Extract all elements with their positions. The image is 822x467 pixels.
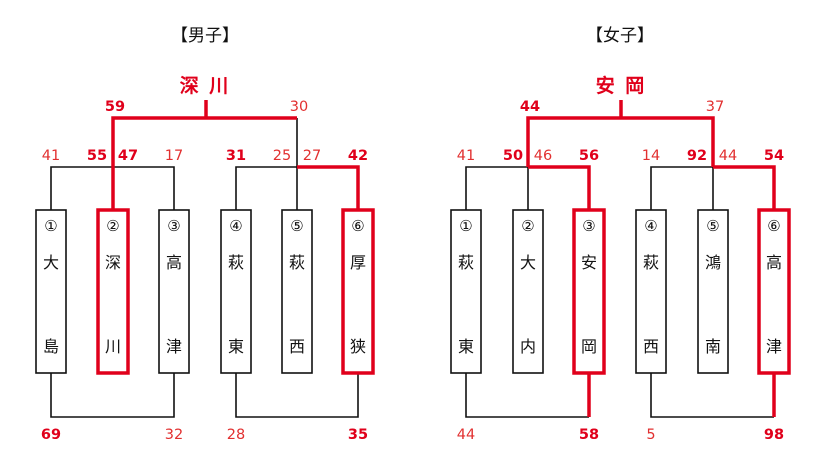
score-semi: 25	[273, 148, 291, 164]
team-seed: ⑤	[706, 217, 719, 235]
team-box	[635, 209, 667, 374]
score-semi: 46	[534, 148, 552, 164]
team-box-highlighted	[341, 208, 375, 375]
score-first-round: 58	[579, 427, 599, 443]
team-box	[281, 209, 313, 374]
team-seed: ④	[229, 217, 242, 235]
team-name-top: 萩	[458, 253, 474, 272]
team-name-top: 萩	[643, 253, 659, 272]
team-seed: ⑥	[351, 217, 364, 235]
score-semi: 44	[719, 148, 737, 164]
team-seed: ⑤	[290, 217, 303, 235]
score-first-round: 28	[227, 427, 245, 443]
team-name-bottom: 西	[643, 337, 659, 356]
team-name-bottom: 西	[289, 337, 305, 356]
girls-title: 【女子】	[586, 26, 654, 46]
team-name-top: 厚	[350, 253, 366, 272]
score-first-round: 69	[41, 427, 61, 443]
team-seed: ①	[44, 217, 57, 235]
score-semi: 42	[348, 148, 368, 164]
team-name-top: 大	[520, 253, 536, 272]
score-first-round: 98	[764, 427, 784, 443]
score-semi: 14	[642, 148, 660, 164]
score-first-round: 35	[348, 427, 368, 443]
girls-bracket: 【女子】 安 岡 ① 萩	[450, 26, 791, 443]
boys-winning-path	[111, 100, 360, 210]
score-semi: 92	[687, 148, 707, 164]
boys-teams: ① 大 島 ② 深 川 ③ 高 津 ④ 萩 東 ⑤ 萩 西 ⑥ 厚 狭	[35, 208, 375, 375]
score-semi: 55	[87, 148, 107, 164]
score-semi: 27	[303, 148, 321, 164]
boys-bracket: 【男子】 深 川 ① 大 島 ② 深	[35, 26, 375, 443]
boys-title: 【男子】	[171, 26, 239, 46]
team-name-top: 高	[766, 253, 782, 272]
team-name-top: 深	[105, 253, 121, 272]
score-final-left: 59	[105, 99, 125, 115]
team-name-bottom: 川	[105, 337, 121, 356]
team-name-bottom: 島	[43, 337, 59, 356]
team-box	[450, 209, 482, 374]
score-semi: 54	[764, 148, 784, 164]
team-name-top: 萩	[228, 253, 244, 272]
girls-champion: 安 岡	[596, 74, 647, 97]
score-final-right: 37	[706, 99, 724, 115]
girls-scores: 44 37 41 50 46 56 14 92 44 54 44 58 5 98	[457, 99, 784, 443]
team-name-bottom: 津	[766, 337, 782, 356]
team-name-bottom: 内	[520, 337, 536, 356]
team-box-highlighted	[572, 208, 606, 375]
score-semi: 47	[118, 148, 138, 164]
girls-teams: ① 萩 東 ② 大 内 ③ 安 岡 ④ 萩 西 ⑤ 鴻 南 ⑥ 高 津	[450, 208, 791, 375]
team-seed: ①	[459, 217, 472, 235]
score-semi: 41	[42, 148, 60, 164]
team-name-top: 萩	[289, 253, 305, 272]
team-name-bottom: 狭	[350, 337, 366, 356]
score-semi: 50	[503, 148, 523, 164]
team-seed: ②	[106, 217, 119, 235]
team-box	[35, 209, 67, 374]
score-first-round: 44	[457, 427, 475, 443]
team-name-bottom: 東	[228, 337, 244, 356]
team-name-bottom: 東	[458, 337, 474, 356]
score-final-right: 30	[290, 99, 308, 115]
score-semi: 41	[457, 148, 475, 164]
team-name-bottom: 南	[705, 337, 721, 356]
team-box	[697, 209, 729, 374]
team-seed: ②	[521, 217, 534, 235]
team-seed: ⑥	[767, 217, 780, 235]
team-name-top: 鴻	[705, 253, 721, 272]
team-name-top: 安	[581, 253, 597, 272]
score-semi: 56	[579, 148, 599, 164]
score-semi: 17	[165, 148, 183, 164]
girls-bracket-lines	[465, 166, 774, 418]
team-box	[512, 209, 544, 374]
boys-champion: 深 川	[180, 74, 231, 97]
boys-scores: 59 30 41 55 47 17 31 25 27 42 69 32 28 3…	[41, 99, 368, 443]
team-seed: ③	[167, 217, 180, 235]
girls-winning-path	[526, 100, 776, 417]
team-box	[158, 209, 190, 374]
score-first-round: 5	[646, 427, 655, 443]
score-final-left: 44	[520, 99, 540, 115]
team-box	[220, 209, 252, 374]
team-seed: ④	[644, 217, 657, 235]
score-semi: 31	[226, 148, 246, 164]
team-box-highlighted	[757, 208, 791, 375]
team-name-bottom: 岡	[581, 337, 597, 356]
team-seed: ③	[582, 217, 595, 235]
team-name-top: 高	[166, 253, 182, 272]
team-name-top: 大	[43, 253, 59, 272]
team-name-bottom: 津	[166, 337, 182, 356]
team-box-highlighted	[96, 208, 130, 375]
score-first-round: 32	[165, 427, 183, 443]
